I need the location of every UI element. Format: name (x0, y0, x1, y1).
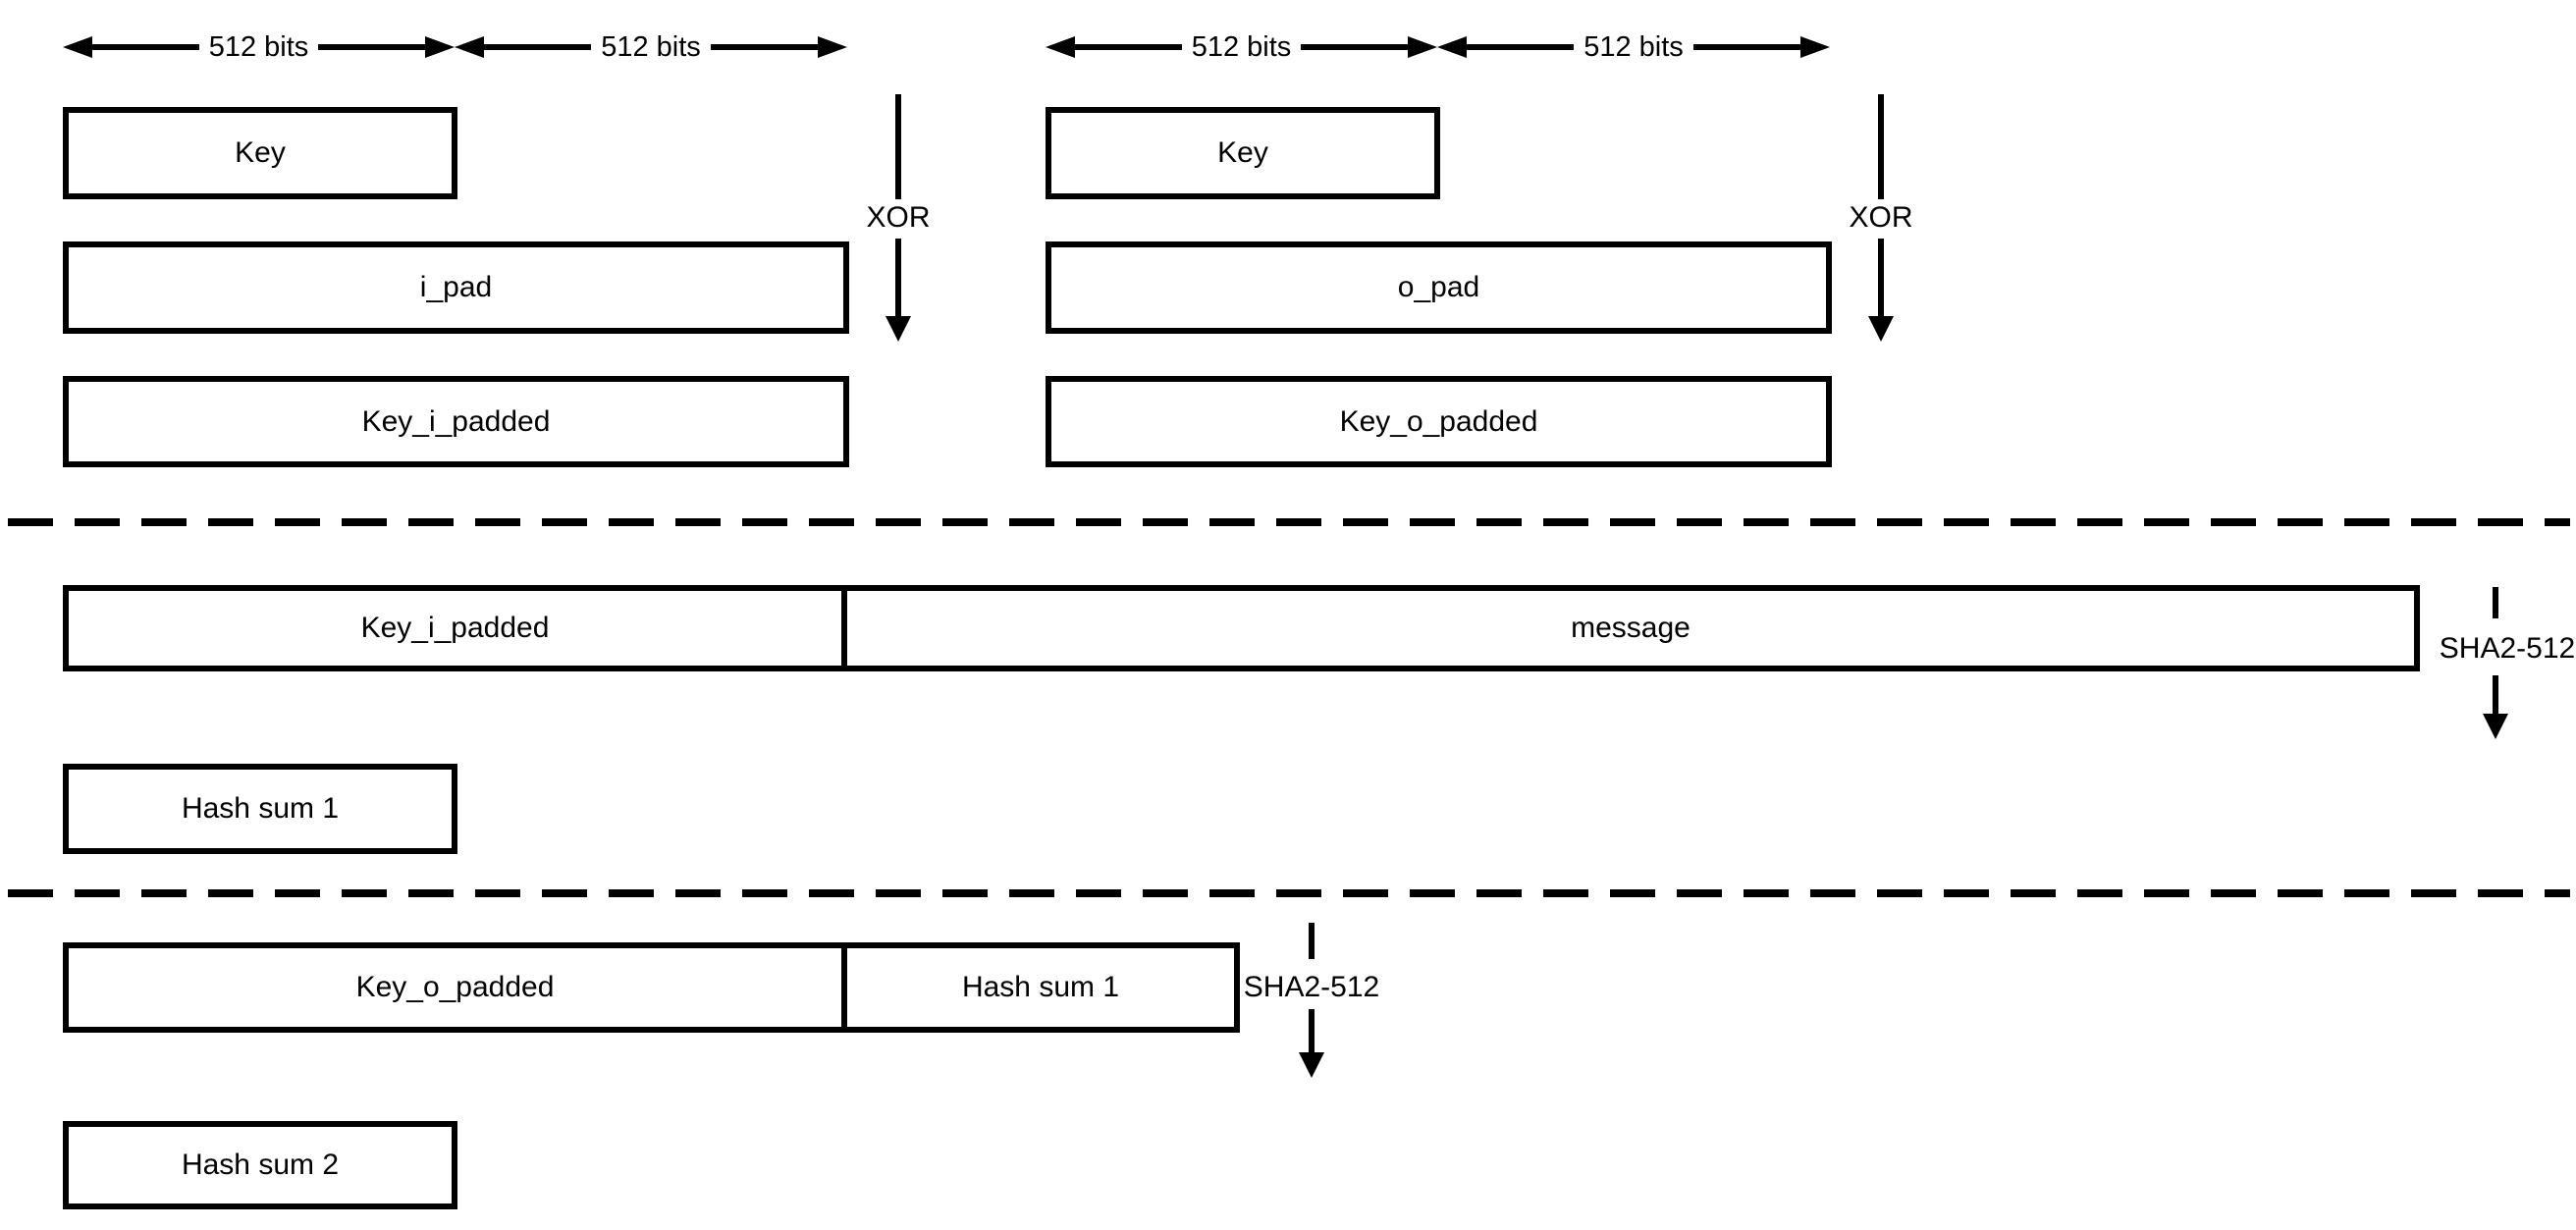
hash-sum-2-box-label: Hash sum 2 (181, 1149, 340, 1181)
outer-hash-key-cell-label: Key_o_padded (355, 971, 555, 1003)
hash-sum-2-box: Hash sum 2 (63, 1121, 457, 1209)
key-box-left-label: Key (235, 136, 286, 169)
sha-label-1: SHA2-512 (2439, 632, 2576, 665)
arrowhead-right-icon (1800, 36, 1831, 58)
width-label: 512 bits (601, 30, 701, 63)
inner-hash-key-cell: Key_i_padded (69, 591, 847, 666)
arrowhead-down-icon (1868, 316, 1894, 342)
xor-arrow-left-line (895, 94, 901, 199)
width-arrow-left-2: 512 bits (455, 31, 848, 63)
xor-label-right: XOR (1849, 201, 1913, 234)
arrowhead-right-icon (425, 36, 456, 58)
sha-arrow-1-line (2493, 675, 2498, 714)
arrowhead-down-icon (1299, 1052, 1324, 1078)
ipad-box: i_pad (63, 241, 849, 334)
hash-sum-1-box-label: Hash sum 1 (181, 792, 340, 825)
key-i-padded-box-label: Key_i_padded (361, 404, 551, 438)
inner-hash-message-cell: message (847, 591, 2414, 666)
width-label: 512 bits (208, 30, 309, 63)
outer-hash-key-cell: Key_o_padded (69, 948, 847, 1027)
arrowhead-down-icon (886, 316, 911, 342)
xor-arrow-right-line (1878, 94, 1884, 199)
width-arrow-right-2: 512 bits (1437, 31, 1831, 63)
xor-arrow-left-line (895, 239, 901, 316)
sha-arrow-2-line (1309, 923, 1315, 959)
opad-box-label: o_pad (1397, 271, 1480, 303)
outer-hash-hash1-cell: Hash sum 1 (847, 948, 1234, 1027)
inner-hash-input-box: Key_i_padded message (63, 585, 2420, 671)
arrowhead-down-icon (2483, 714, 2508, 739)
sha-label-2: SHA2-512 (1243, 971, 1380, 1003)
arrowhead-left-icon (455, 36, 484, 58)
outer-hash-input-box: Key_o_padded Hash sum 1 (63, 942, 1240, 1033)
key-box-right-label: Key (1217, 136, 1268, 169)
key-o-padded-box-label: Key_o_padded (1339, 404, 1538, 438)
xor-label-left: XOR (866, 201, 931, 234)
arrowhead-left-icon (1046, 36, 1075, 58)
key-box-left: Key (63, 107, 457, 199)
width-arrow-right-1: 512 bits (1046, 31, 1438, 63)
xor-arrow-right-line (1878, 239, 1884, 316)
section-divider-1 (8, 518, 2570, 526)
key-i-padded-box: Key_i_padded (63, 376, 849, 467)
arrowhead-left-icon (63, 36, 92, 58)
key-box-right: Key (1046, 107, 1440, 199)
inner-hash-message-cell-label: message (1571, 612, 1690, 644)
arrowhead-left-icon (1437, 36, 1467, 58)
width-label: 512 bits (1583, 30, 1684, 63)
width-arrow-left-1: 512 bits (63, 31, 456, 63)
width-label: 512 bits (1191, 30, 1292, 63)
sha-arrow-2-line (1309, 1009, 1315, 1052)
ipad-box-label: i_pad (419, 271, 493, 303)
key-o-padded-box: Key_o_padded (1046, 376, 1832, 467)
section-divider-2 (8, 889, 2570, 897)
sha-arrow-1-line (2493, 587, 2498, 618)
arrowhead-right-icon (818, 36, 848, 58)
arrowhead-right-icon (1408, 36, 1438, 58)
hash-sum-1-box: Hash sum 1 (63, 764, 457, 854)
inner-hash-key-cell-label: Key_i_padded (360, 612, 550, 644)
outer-hash-hash1-cell-label: Hash sum 1 (961, 971, 1120, 1003)
opad-box: o_pad (1046, 241, 1832, 334)
